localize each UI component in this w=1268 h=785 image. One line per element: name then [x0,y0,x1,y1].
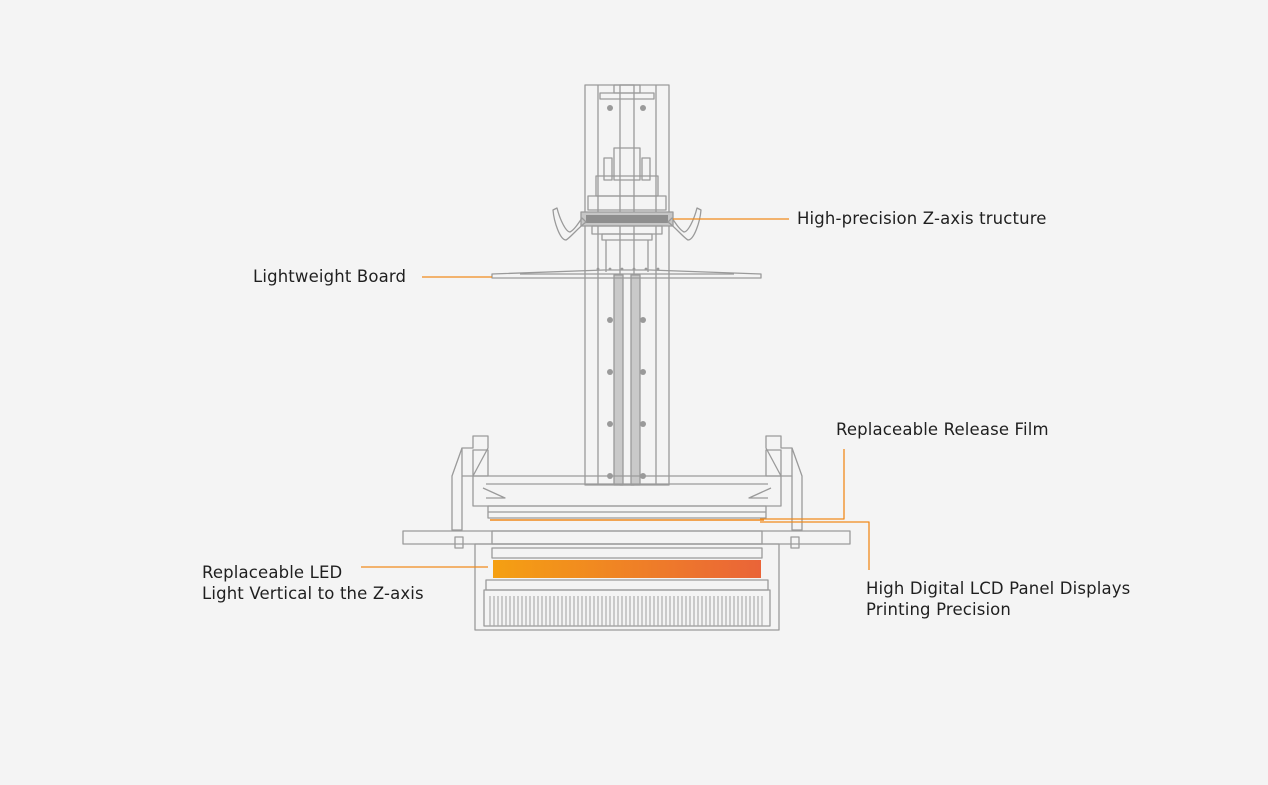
heatsink-fins [489,596,763,626]
base-plate [402,530,851,549]
label-z-axis-text: High-precision Z-axis tructure [797,209,1047,228]
label-led-line2: Light Vertical to the Z-axis [202,584,424,603]
label-board-text: Lightweight Board [253,267,407,286]
leader-film [760,449,845,520]
label-led-line1: Replaceable LED [202,563,343,582]
label-release-film: Replaceable Release Film [836,419,1049,440]
z-axis-column [584,84,670,486]
label-lcd-panel: High Digital LCD Panel Displays Printing… [866,578,1130,620]
lower-housing [474,543,780,631]
label-led-light: Replaceable LED Light Vertical to the Z-… [202,562,424,604]
label-lcd-line2: Printing Precision [866,600,1012,619]
label-z-axis-structure: High-precision Z-axis tructure [797,208,1047,229]
leader-lcd [760,521,870,570]
column-screws [607,105,646,479]
platform-holes [596,267,660,271]
label-film-text: Replaceable Release Film [836,420,1049,439]
resin-vat [451,435,803,531]
label-lightweight-board: Lightweight Board [253,266,406,287]
z-carriage [552,147,702,272]
led-light [493,560,761,578]
label-lcd-line1: High Digital LCD Panel Displays [866,579,1131,598]
build-platform [491,269,762,279]
leader-lines [361,218,870,570]
